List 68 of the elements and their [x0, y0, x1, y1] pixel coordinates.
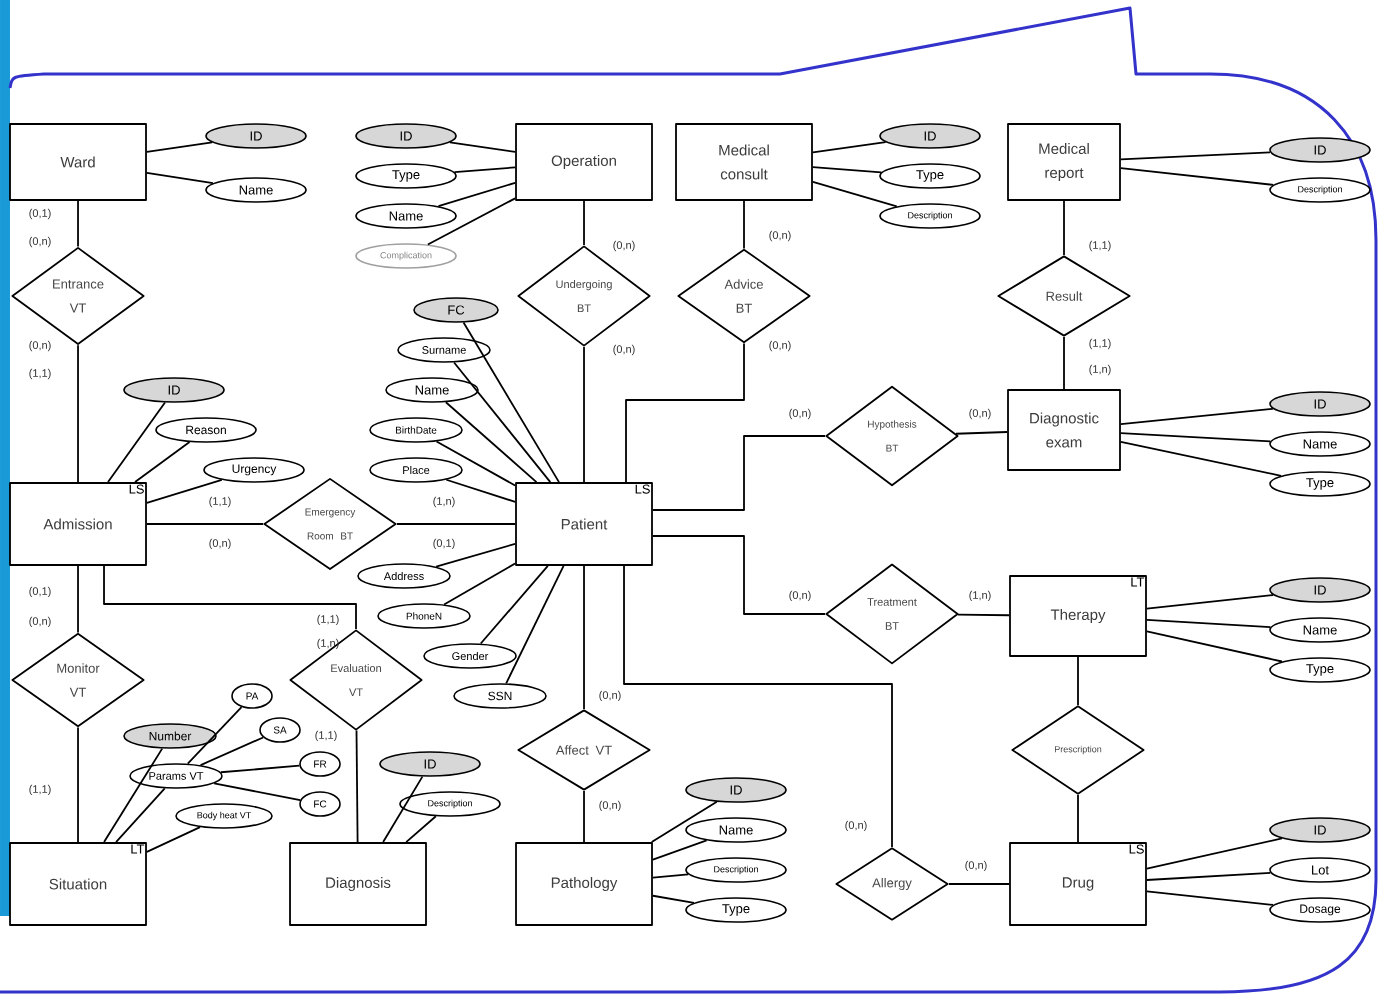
connector-line	[382, 775, 424, 843]
connector-line	[479, 565, 549, 645]
connector-line	[743, 200, 745, 250]
connector-line	[1120, 441, 1282, 477]
connector-line	[77, 565, 79, 634]
connector-line	[453, 166, 516, 174]
connector-line	[948, 883, 1010, 885]
connector-line	[445, 401, 538, 483]
connector-line	[103, 747, 164, 843]
connector-line	[437, 182, 516, 208]
connector-line	[652, 535, 826, 615]
connector-line	[583, 565, 585, 710]
connector-line	[219, 764, 301, 774]
connector-line	[435, 440, 516, 487]
connector-line	[1120, 407, 1274, 426]
connector-line	[449, 141, 516, 153]
connector-line	[1063, 200, 1065, 256]
connector-line	[583, 346, 585, 483]
connector-line	[1146, 594, 1275, 610]
connector-line	[186, 706, 243, 765]
connector-line	[396, 523, 516, 525]
connector-line	[652, 839, 708, 861]
connector-line	[77, 344, 79, 483]
connector-line	[77, 200, 79, 248]
connector-line	[445, 478, 516, 503]
connector-line	[134, 441, 191, 483]
connector-line	[1120, 167, 1275, 186]
connector-line	[1077, 794, 1079, 843]
connector-line	[146, 141, 213, 153]
connector-line	[812, 181, 898, 208]
connector-line	[623, 565, 893, 848]
connector-line	[1146, 871, 1272, 881]
connector-line	[146, 171, 214, 185]
connector-line	[625, 342, 745, 483]
connector-line	[1146, 619, 1272, 628]
connector-line	[583, 200, 585, 246]
connector-line	[652, 435, 826, 511]
connector-line	[1120, 432, 1272, 443]
connector-line	[107, 401, 166, 483]
connector-line	[146, 523, 264, 525]
connector-line	[146, 479, 223, 504]
connector-line	[1063, 336, 1065, 390]
connector-line	[583, 790, 585, 843]
connector-line	[957, 613, 1010, 617]
connector-line	[405, 815, 437, 843]
connector-line	[115, 787, 166, 843]
connector-line	[650, 800, 718, 843]
connector-line	[955, 431, 1008, 435]
connector-line	[1146, 890, 1275, 906]
connector-line	[199, 736, 265, 766]
connector-line	[812, 166, 883, 174]
connector-line	[443, 562, 516, 606]
connector-line	[213, 782, 302, 802]
connector-line	[103, 565, 357, 630]
connector-line	[427, 197, 516, 246]
connector-line	[453, 361, 552, 483]
connector-line	[1146, 630, 1283, 663]
connector-line	[1146, 837, 1283, 870]
connector-line	[1077, 656, 1079, 706]
connector-line	[146, 826, 201, 853]
connector-line	[462, 321, 560, 483]
connector-line	[1120, 151, 1271, 161]
connector-line	[77, 726, 79, 843]
connector-line	[812, 141, 887, 154]
connector-line	[355, 729, 359, 843]
connector-line	[652, 894, 695, 904]
connector-line	[435, 543, 516, 568]
connector-line	[652, 873, 690, 879]
